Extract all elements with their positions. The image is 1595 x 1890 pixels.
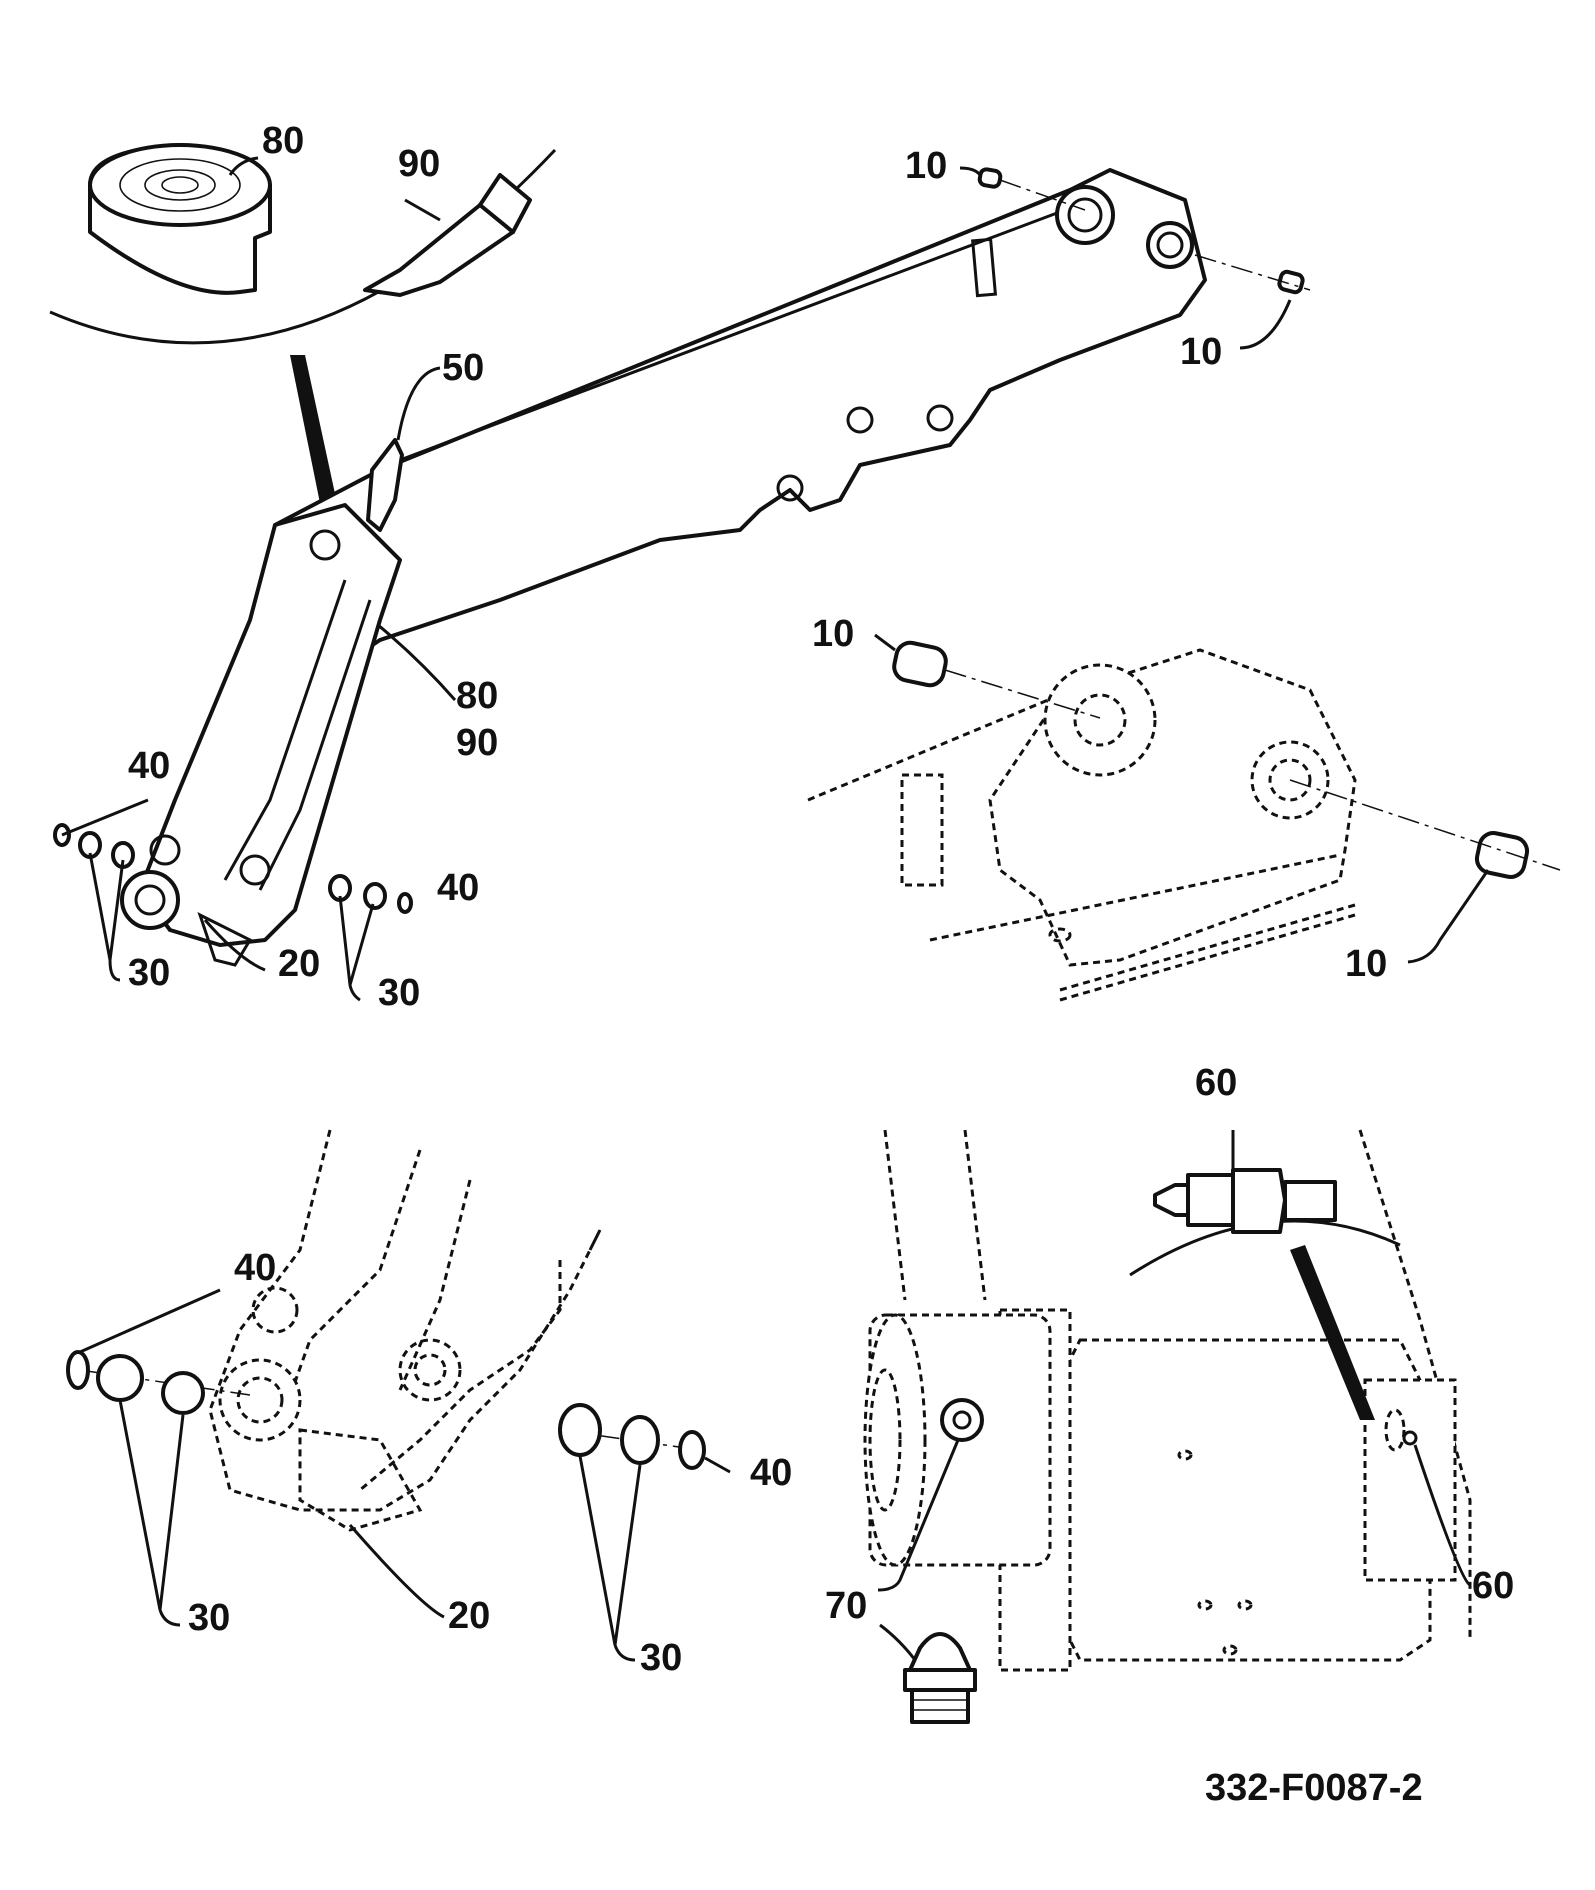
pivot-detail (807, 640, 1561, 1002)
callout-20-bl: 20 (448, 1595, 490, 1637)
callout-labels: 80 90 10 10 50 80 90 40 30 20 40 30 10 1… (128, 120, 1514, 1679)
drawing-number: 332-F0087-2 (1205, 1767, 1423, 1809)
callout-20-top: 20 (278, 943, 320, 985)
callout-40-top-right: 40 (437, 867, 479, 909)
callout-30-top-left: 30 (128, 952, 170, 994)
callout-30-bl-left: 30 (188, 1597, 230, 1639)
boom-assembly (49, 143, 1311, 967)
callout-60-right: 60 (1472, 1565, 1514, 1607)
grease-nipple-icon (903, 1632, 977, 1724)
callout-50: 50 (442, 347, 484, 389)
callout-80: 80 (456, 675, 498, 717)
bushing-group-top-left (53, 823, 135, 869)
callout-10-top-right: 10 (1180, 331, 1222, 373)
callout-40-bl-right: 40 (750, 1452, 792, 1494)
callout-60-top: 60 (1195, 1062, 1237, 1104)
grease-tube-icon (363, 173, 532, 297)
grease-fitting-icon (1153, 1168, 1337, 1234)
callout-70: 70 (825, 1585, 867, 1627)
arm-end-detail (66, 1129, 706, 1532)
callout-40-top-left: 40 (128, 745, 170, 787)
callout-10-top-left: 10 (905, 145, 947, 187)
callout-10-mid-right: 10 (1345, 943, 1387, 985)
callout-30-top-right: 30 (378, 972, 420, 1014)
callout-40-bl-left: 40 (234, 1247, 276, 1289)
callout-10-mid-left: 10 (812, 613, 854, 655)
bushing-group-top-right (328, 874, 413, 914)
callout-90-tube: 90 (398, 143, 440, 185)
cylinder-pivot-detail (863, 1129, 1472, 1724)
callout-90: 90 (456, 722, 498, 764)
callout-30-bl-right: 30 (640, 1637, 682, 1679)
leader-lines (61, 156, 1490, 1662)
callout-80-tape: 80 (262, 120, 304, 162)
tape-roll-icon (88, 143, 272, 295)
